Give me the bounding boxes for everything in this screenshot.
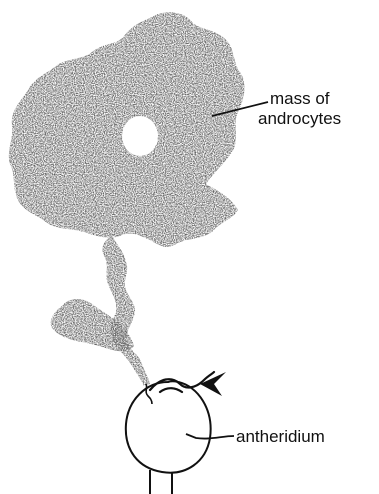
antheridium-body	[126, 381, 211, 472]
arrowhead-mark	[200, 372, 226, 396]
label-androcytes: androcytes	[258, 109, 341, 128]
androcyte-side-cluster	[40, 290, 150, 360]
mass-center-opening	[122, 116, 158, 156]
label-mass-of: mass of	[270, 89, 330, 108]
label-antheridium: antheridium	[236, 427, 325, 446]
